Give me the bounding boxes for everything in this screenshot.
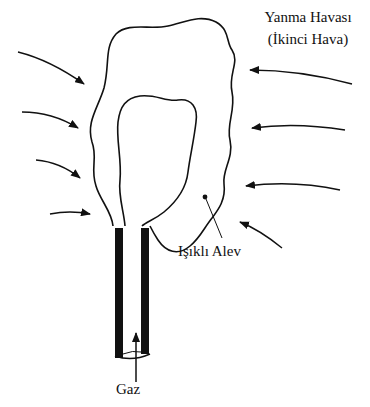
air-label: Yanma Havası (İkinci Hava) xyxy=(250,6,366,50)
burner-tube xyxy=(115,228,150,359)
gas-arrow xyxy=(135,333,137,382)
leader-line xyxy=(206,199,222,238)
air-arrows xyxy=(18,52,352,248)
flame-outer xyxy=(90,19,234,252)
flame-inner xyxy=(118,96,197,226)
flame-label: Işıklı Alev xyxy=(178,240,288,262)
flame-point xyxy=(203,195,208,200)
gas-label: Gaz xyxy=(116,378,176,400)
